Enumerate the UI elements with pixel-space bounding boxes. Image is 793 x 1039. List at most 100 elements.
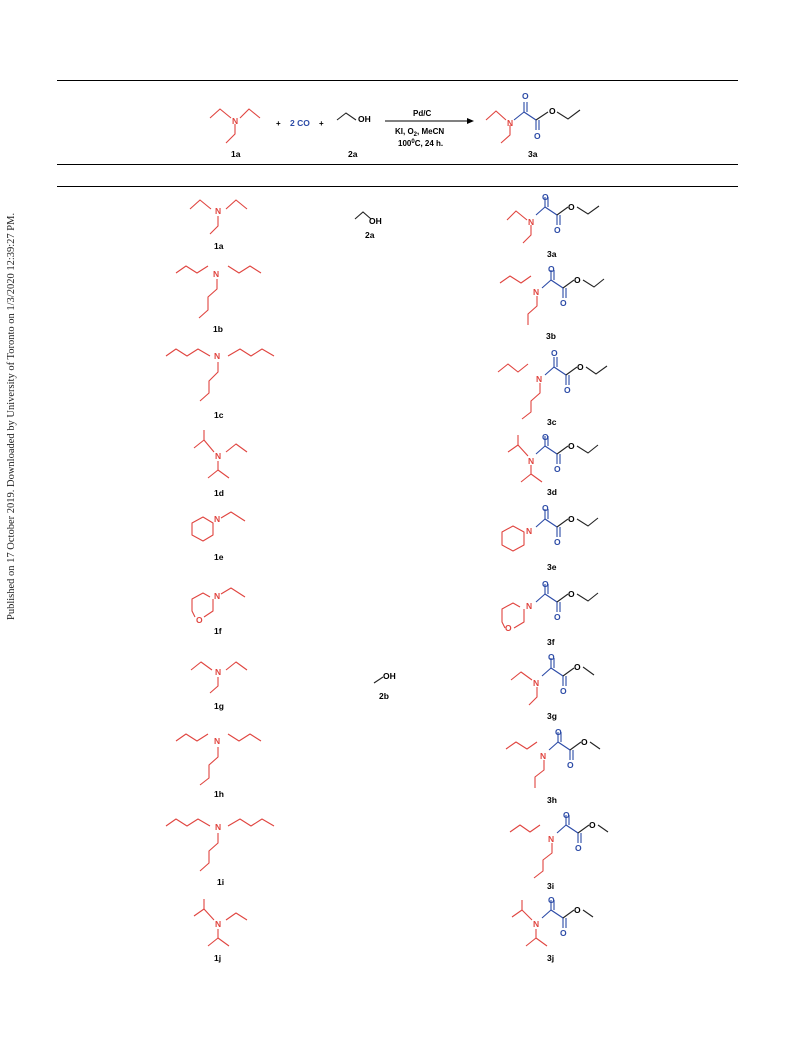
- oxygen-atom: O: [554, 225, 561, 235]
- amine-1g: N: [190, 661, 248, 694]
- oxygen-atom: O: [577, 362, 584, 372]
- label-1c: 1c: [214, 410, 224, 420]
- nitrogen-atom: N: [533, 919, 539, 929]
- product-3j: N O O O: [511, 895, 594, 947]
- label-3f: 3f: [547, 637, 555, 647]
- oxygen-atom: O: [581, 737, 588, 747]
- plus-sign-2: +: [319, 119, 324, 128]
- oxygen-atom: O: [196, 615, 203, 625]
- product-3i: N O O O: [509, 810, 609, 879]
- oxygen-atom: O: [574, 905, 581, 915]
- hydroxyl: OH: [358, 114, 371, 124]
- amine-1h: N: [175, 733, 262, 786]
- oxygen-atom: O: [548, 652, 555, 662]
- label-1d: 1d: [214, 488, 224, 498]
- oxygen-atom: O: [542, 192, 549, 202]
- label-1i: 1i: [217, 877, 224, 887]
- oxygen-atom: O: [542, 579, 549, 589]
- oxygen-atom: O: [551, 348, 558, 358]
- label-1h: 1h: [214, 789, 224, 799]
- oxygen-atom: O: [564, 385, 571, 395]
- alcohol-2a: OH: [354, 211, 382, 226]
- oxygen-atom: O: [548, 264, 555, 274]
- oxygen-atom: O: [554, 464, 561, 474]
- nitrogen-atom: N: [213, 269, 219, 279]
- oxygen-atom: O: [560, 928, 567, 938]
- label-3h: 3h: [547, 795, 557, 805]
- oxygen-atom: O: [554, 612, 561, 622]
- nitrogen-atom: N: [548, 834, 554, 844]
- nitrogen-atom: N: [214, 351, 220, 361]
- nitrogen-atom: N: [214, 514, 220, 524]
- label-3j: 3j: [547, 953, 554, 963]
- nitrogen-atom: N: [540, 751, 546, 761]
- oxygen-atom: O: [560, 686, 567, 696]
- catalyst-label: Pd/C: [413, 109, 431, 118]
- product-3d: N O O O: [507, 432, 599, 483]
- amine-1e: N: [191, 511, 246, 542]
- label-3i: 3i: [547, 881, 554, 891]
- oxygen-atom: O: [560, 298, 567, 308]
- nitrogen-atom: N: [528, 217, 534, 227]
- label-3e: 3e: [547, 562, 557, 572]
- nitrogen-atom: N: [214, 591, 220, 601]
- oxygen-atom: O: [568, 202, 575, 212]
- product-3b: N O O O: [499, 264, 605, 325]
- product-3g: N O O O: [510, 652, 595, 706]
- conditions-line2: 1000C, 24 h.: [398, 139, 443, 148]
- product-3a: N O O O: [506, 192, 600, 244]
- carbon-monoxide: 2 CO: [290, 118, 310, 128]
- nitrogen-atom: N: [215, 822, 221, 832]
- label-1e: 1e: [214, 552, 224, 562]
- nitrogen-atom: N: [507, 118, 513, 128]
- ethanol-structure: OH: [336, 112, 371, 124]
- label-1g: 1g: [214, 701, 224, 711]
- nitrogen-atom: N: [215, 667, 221, 677]
- nitrogen-atom: N: [214, 736, 220, 746]
- oxygen-atom: O: [568, 514, 575, 524]
- nitrogen-atom: N: [533, 287, 539, 297]
- nitrogen-atom: N: [215, 451, 221, 461]
- amine-1a: N: [189, 199, 248, 235]
- label-2a: 2a: [365, 230, 375, 240]
- oxygen-atom: O: [555, 727, 562, 737]
- product-3h: N O O O: [505, 727, 601, 788]
- nitrogen-atom: N: [526, 526, 532, 536]
- label-3g: 3g: [547, 711, 557, 721]
- hydroxyl: OH: [369, 216, 382, 226]
- amine-1d: N: [193, 430, 248, 479]
- oxygen-atom: O: [549, 106, 556, 116]
- oxygen-atom: O: [575, 843, 582, 853]
- label-1a: 1a: [231, 149, 241, 159]
- label-3a: 3a: [528, 149, 538, 159]
- nitrogen-atom: N: [215, 206, 221, 216]
- top-rule: [57, 80, 738, 81]
- oxygen-atom: O: [505, 623, 512, 633]
- oxygen-atom: O: [589, 820, 596, 830]
- label-1f: 1f: [214, 626, 222, 636]
- oxygen-atom: O: [554, 537, 561, 547]
- nitrogen-atom: N: [215, 919, 221, 929]
- oxygen-atom: O: [574, 662, 581, 672]
- label-3d: 3d: [547, 487, 557, 497]
- reaction-scheme: N 1a + 2 CO + OH 2a Pd/C KI, O2, MeCN 10…: [209, 91, 581, 159]
- product-3e: N O O O: [501, 503, 599, 552]
- oxygen-atom: O: [568, 441, 575, 451]
- oxygen-atom: O: [548, 895, 555, 905]
- label-3a: 3a: [547, 249, 557, 259]
- hydroxyl: OH: [383, 671, 396, 681]
- triethylamine-structure: N: [209, 108, 261, 144]
- amine-1b: N: [175, 265, 262, 319]
- label-3b: 3b: [546, 331, 556, 341]
- nitrogen-atom: N: [526, 601, 532, 611]
- oxygen-atom: O: [574, 275, 581, 285]
- reaction-arrow: [385, 118, 474, 124]
- amine-1c: N: [165, 348, 275, 402]
- oxygen-atom: O: [542, 503, 549, 513]
- label-1a: 1a: [214, 241, 224, 251]
- amine-1f: N O: [191, 587, 246, 625]
- nitrogen-atom: N: [528, 456, 534, 466]
- product-3f: N O O O O: [501, 579, 599, 633]
- nitrogen-atom: N: [533, 678, 539, 688]
